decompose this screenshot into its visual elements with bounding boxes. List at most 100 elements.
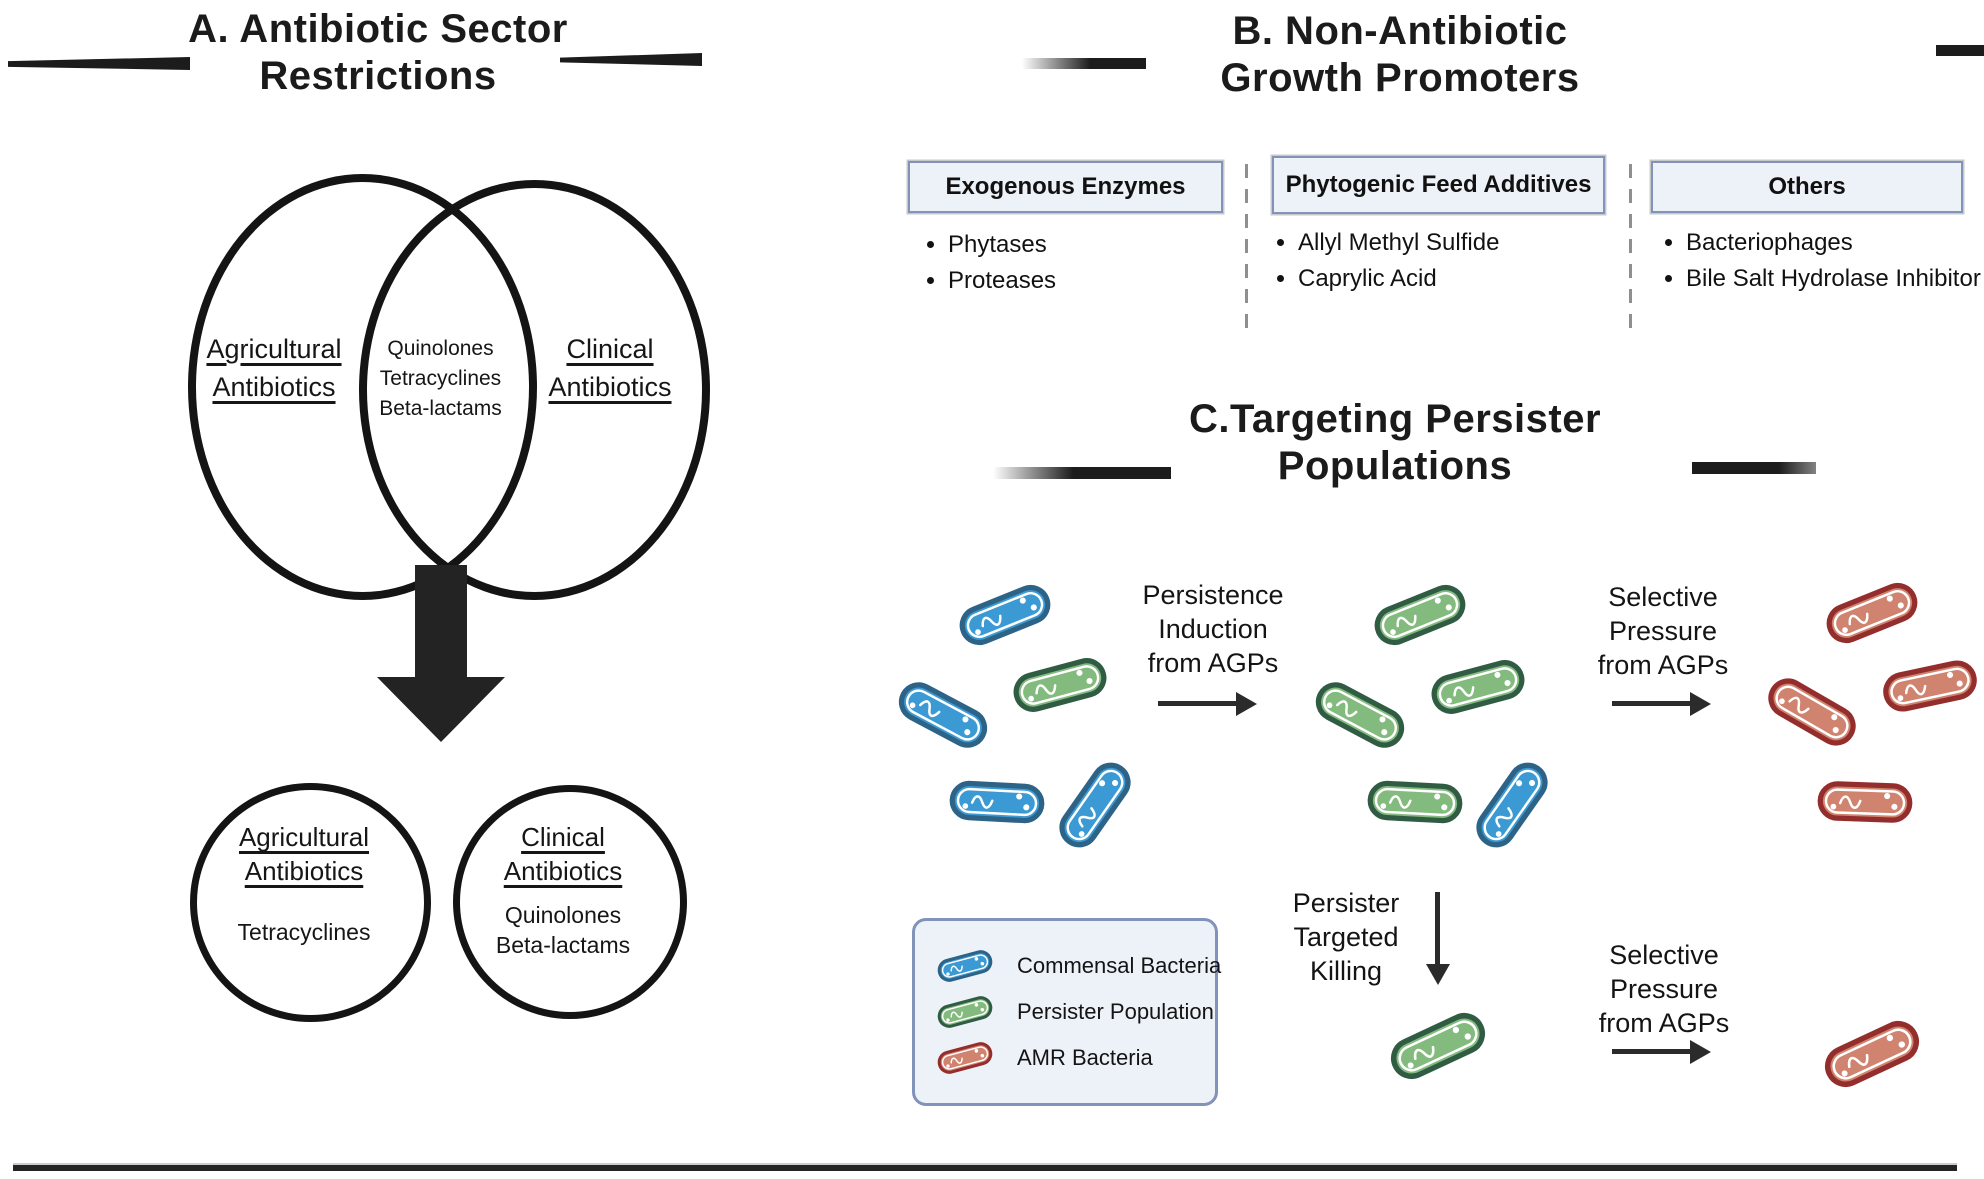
panel-b-title-line1: B. Non-Antibiotic xyxy=(1232,9,1568,53)
header-label: Exogenous Enzymes xyxy=(945,173,1186,200)
venn-left-label: Agricultural Antibiotics xyxy=(189,330,359,406)
step3-label: Persister Targeted Killing xyxy=(1285,886,1407,988)
step3-line2: Targeted xyxy=(1293,922,1399,952)
commensal-bacterium-icon xyxy=(955,581,1055,649)
bottom-rule xyxy=(13,1163,1957,1171)
amr-bacterium-icon xyxy=(1820,1016,1924,1092)
panel-c-title: C.Targeting Persister Populations xyxy=(1145,396,1645,490)
legend-label: Commensal Bacteria xyxy=(1017,953,1222,978)
venn-overlap-item: Beta-lactams xyxy=(379,397,502,420)
venn-circle-clinical xyxy=(359,180,710,600)
step4-line2: Pressure xyxy=(1609,974,1719,1004)
result-circle-clinical xyxy=(453,785,687,1019)
header-box-exogenous-enzymes: Exogenous Enzymes xyxy=(908,161,1223,213)
result-right-item: Beta-lactams xyxy=(495,932,631,958)
list-item: Bacteriophages xyxy=(1686,226,1984,260)
commensal-bacterium-icon xyxy=(1054,757,1136,853)
header-box-others: Others xyxy=(1651,161,1963,213)
list-item: Phytases xyxy=(948,228,1228,262)
result-right-item: Quinolones xyxy=(504,902,622,928)
persister-bacterium-icon xyxy=(1370,581,1470,649)
dashed-separator xyxy=(1629,164,1632,334)
result-right-content: Quinolones Beta-lactams xyxy=(455,900,671,960)
legend-item-commensal: Commensal Bacteria xyxy=(936,948,1221,984)
persister-bacterium-icon xyxy=(1429,657,1527,717)
legend-label: Persister Population xyxy=(1017,999,1214,1024)
legend: Commensal Bacteria Persister Population … xyxy=(912,918,1221,1106)
list-item: Proteases xyxy=(948,264,1228,298)
panel-b-title: B. Non-Antibiotic Growth Promoters xyxy=(1150,8,1650,102)
venn-left-label-line1: Agricultural xyxy=(206,334,342,364)
commensal-bacterium-icon xyxy=(894,677,992,753)
persister-bacterium-icon xyxy=(936,994,994,1030)
panel-a-title-line1: A. Antibiotic Sector xyxy=(188,7,568,51)
legend-item-amr: AMR Bacteria xyxy=(936,1040,1215,1076)
venn-right-label: Clinical Antibiotics xyxy=(525,330,695,406)
panel-c-title-line1: C.Targeting Persister xyxy=(1188,397,1602,441)
list-item: Allyl Methyl Sulfide xyxy=(1298,226,1628,260)
step3-line3: Killing xyxy=(1309,956,1383,986)
header-label: Others xyxy=(1768,173,1846,200)
result-right-label: Clinical Antibiotics xyxy=(455,820,671,888)
result-left-item: Tetracyclines xyxy=(237,919,371,945)
down-arrow-icon xyxy=(1425,892,1450,985)
amr-bacterium-icon xyxy=(1822,579,1922,647)
others-list: Bacteriophages Bile Salt Hydrolase Inhib… xyxy=(1656,226,1984,298)
step4-line3: from AGPs xyxy=(1598,1008,1730,1038)
divider-stroke xyxy=(1692,462,1816,474)
step1-line1: Persistence xyxy=(1142,580,1284,610)
panel-a-title-line2: Restrictions xyxy=(259,54,497,98)
legend-item-persister: Persister Population xyxy=(936,994,1215,1030)
result-right-label-line2: Antibiotics xyxy=(503,856,623,886)
phytogenic-feed-additives-list: Allyl Methyl Sulfide Caprylic Acid xyxy=(1268,226,1628,298)
amr-bacterium-icon xyxy=(1818,782,1912,822)
header-box-phytogenic-feed-additives: Phytogenic Feed Additives xyxy=(1272,156,1605,214)
right-arrow-icon xyxy=(1612,1039,1711,1064)
step2-line1: Selective xyxy=(1608,582,1718,612)
persister-bacterium-icon xyxy=(1011,655,1109,715)
divider-stroke xyxy=(993,467,1171,479)
dashed-separator xyxy=(1245,164,1248,334)
venn-overlap-item: Quinolones xyxy=(387,337,494,360)
step4-line1: Selective xyxy=(1609,940,1719,970)
persister-bacterium-icon xyxy=(1311,677,1409,753)
right-arrow-icon xyxy=(1612,691,1711,716)
right-arrow-icon xyxy=(1158,691,1257,716)
step1-line2: Induction xyxy=(1158,614,1268,644)
venn-overlap-label: Quinolones Tetracyclines Beta-lactams xyxy=(363,334,518,424)
step1-label: Persistence Induction from AGPs xyxy=(1128,578,1298,680)
panel-a-title: A. Antibiotic Sector Restrictions xyxy=(128,6,628,100)
result-right-label-line1: Clinical xyxy=(521,822,605,852)
step2-line3: from AGPs xyxy=(1597,650,1729,680)
persister-bacterium-icon xyxy=(1368,781,1462,823)
amr-bacterium-icon xyxy=(1881,658,1979,714)
step1-line3: from AGPs xyxy=(1147,648,1279,678)
list-item: Bile Salt Hydrolase Inhibitor xyxy=(1686,262,1984,296)
divider-stroke xyxy=(1022,58,1146,69)
commensal-bacterium-icon xyxy=(1471,757,1553,853)
result-left-content: Tetracyclines xyxy=(192,917,416,947)
list-item: Caprylic Acid xyxy=(1298,262,1628,296)
venn-right-label-line2: Antibiotics xyxy=(548,372,672,402)
step2-label: Selective Pressure from AGPs xyxy=(1578,580,1748,682)
divider-stroke xyxy=(8,57,190,70)
header-label: Phytogenic Feed Additives xyxy=(1285,171,1592,198)
exogenous-enzymes-list: Phytases Proteases xyxy=(918,228,1228,300)
commensal-bacterium-icon xyxy=(950,781,1044,823)
amr-bacterium-icon xyxy=(1763,673,1861,751)
legend-label: AMR Bacteria xyxy=(1017,1045,1153,1070)
step2-line2: Pressure xyxy=(1608,616,1718,646)
commensal-bacterium-icon xyxy=(936,948,994,984)
amr-bacterium-icon xyxy=(936,1040,994,1076)
result-left-label-line2: Antibiotics xyxy=(244,856,364,886)
panel-b-title-line2: Growth Promoters xyxy=(1220,56,1580,100)
persister-bacterium-icon xyxy=(1386,1008,1490,1084)
result-left-label: Agricultural Antibiotics xyxy=(192,820,416,888)
step4-label: Selective Pressure from AGPs xyxy=(1593,938,1735,1040)
result-circle-agricultural xyxy=(190,783,431,1022)
venn-overlap-item: Tetracyclines xyxy=(379,367,502,390)
result-left-label-line1: Agricultural xyxy=(238,822,370,852)
divider-stroke xyxy=(1936,45,1984,56)
panel-c-title-line2: Populations xyxy=(1277,444,1513,488)
